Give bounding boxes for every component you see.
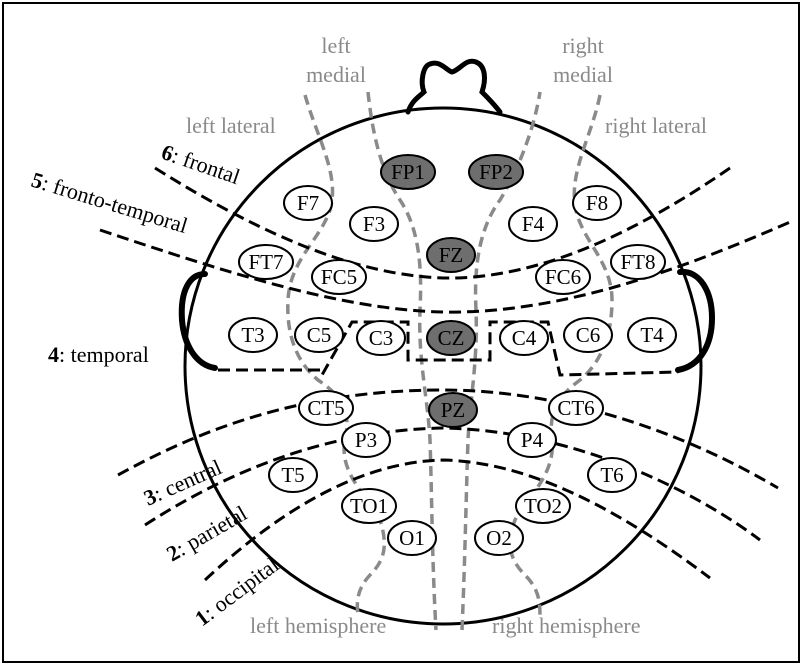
electrode-fp2-label: FP2 [479, 160, 513, 184]
electrode-c5: C5 [295, 318, 343, 352]
left-hemisphere-label: left hemisphere [250, 613, 386, 638]
left-medial-label-2: medial [306, 62, 366, 87]
electrode-c5-label: C5 [307, 323, 332, 347]
electrode-pz-label: PZ [441, 398, 466, 422]
electrode-o2: O2 [475, 521, 523, 555]
electrode-cz-label: CZ [438, 326, 465, 350]
right-lateral-label: right lateral [605, 113, 707, 138]
electrode-t6-label: T6 [600, 463, 623, 487]
electrode-f7: F7 [284, 186, 332, 220]
electrode-ct6: CT6 [549, 391, 603, 425]
electrode-p3: P3 [342, 423, 390, 457]
electrode-o2-label: O2 [486, 526, 512, 550]
electrode-f3: F3 [350, 207, 398, 241]
electrode-t4: T4 [628, 318, 676, 352]
electrode-t3: T3 [229, 318, 277, 352]
region-label-temporal: 4: temporal [48, 342, 149, 367]
right-medial-label-1: right [562, 33, 604, 58]
electrode-o1-label: O1 [399, 526, 425, 550]
electrode-fc5-label: FC5 [321, 265, 357, 289]
electrode-p4-label: P4 [521, 428, 544, 452]
electrode-f8: F8 [573, 186, 621, 220]
electrode-ct5-label: CT5 [307, 396, 344, 420]
electrode-c4: C4 [500, 321, 548, 355]
electrode-to2: TO2 [516, 489, 570, 523]
electrode-to2-label: TO2 [524, 494, 562, 518]
electrode-f8-label: F8 [586, 191, 608, 215]
electrode-ft8-label: FT8 [620, 250, 655, 274]
electrode-c6: C6 [564, 318, 612, 352]
electrode-p4: P4 [508, 423, 556, 457]
electrode-ft7-label: FT7 [248, 250, 283, 274]
right-medial-label-2: medial [553, 62, 613, 87]
electrode-fc5: FC5 [312, 260, 366, 294]
electrode-f4-label: F4 [522, 212, 545, 236]
electrode-t5: T5 [269, 458, 317, 492]
electrode-ct6-label: CT6 [557, 396, 594, 420]
electrode-c3-label: C3 [369, 326, 394, 350]
electrode-f4: F4 [509, 207, 557, 241]
right-hemisphere-label: right hemisphere [492, 613, 640, 638]
electrode-ft8: FT8 [611, 245, 665, 279]
electrode-t4-label: T4 [640, 323, 664, 347]
electrode-t6: T6 [588, 458, 636, 492]
electrode-to1-label: TO1 [350, 494, 388, 518]
electrode-c3: C3 [357, 321, 405, 355]
electrode-fz: FZ [427, 238, 475, 272]
electrode-to1: TO1 [342, 489, 396, 523]
electrode-p3-label: P3 [355, 428, 377, 452]
electrode-o1: O1 [388, 521, 436, 555]
electrode-t5-label: T5 [281, 463, 304, 487]
electrode-ct5: CT5 [299, 391, 353, 425]
electrode-fc6-label: FC6 [545, 265, 581, 289]
electrode-fc6: FC6 [536, 260, 590, 294]
electrode-cz: CZ [427, 321, 475, 355]
left-medial-label-1: left [321, 33, 350, 58]
electrode-ft7: FT7 [239, 245, 293, 279]
electrode-fp1-label: FP1 [391, 160, 425, 184]
electrode-fp2: FP2 [469, 155, 523, 189]
electrode-f7-label: F7 [297, 191, 319, 215]
electrode-fz-label: FZ [439, 243, 464, 267]
electrode-fp1: FP1 [381, 155, 435, 189]
electrode-c4-label: C4 [512, 326, 537, 350]
electrode-f3-label: F3 [363, 212, 385, 236]
left-lateral-label: left lateral [186, 113, 276, 138]
electrode-pz: PZ [429, 393, 477, 427]
electrode-t3-label: T3 [241, 323, 264, 347]
electrode-c6-label: C6 [576, 323, 601, 347]
